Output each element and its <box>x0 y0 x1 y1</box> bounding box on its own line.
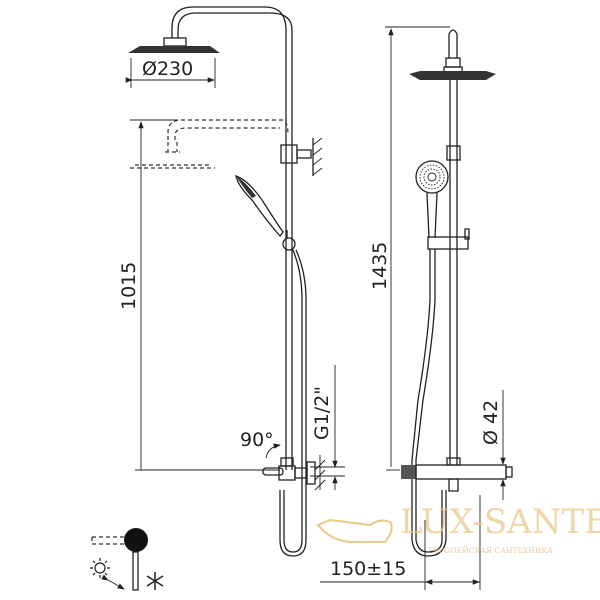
overhead-height-label: 1015 <box>118 262 140 310</box>
overhead-shower-lowered <box>130 165 215 168</box>
snowflake-icon <box>147 572 163 590</box>
svg-text:ЕВРОПЕЙСКАЯ САНТЕХНИКА: ЕВРОПЕЙСКАЯ САНТЕХНИКА <box>428 546 553 555</box>
hot-cold-lever-icon <box>90 528 163 590</box>
total-height-label: 1435 <box>369 242 391 290</box>
overhead-shower-head <box>128 46 220 53</box>
center-distance-label: 150±15 <box>330 558 406 580</box>
overhead-diameter-label: Ø230 <box>142 58 193 80</box>
watermark-logo: LUX-SANTEH ЕВРОПЕЙСКАЯ САНТЕХНИКА <box>318 502 600 555</box>
thread-label: G1/2" <box>311 386 333 440</box>
rotation-angle-label: 90° <box>240 429 274 451</box>
hand-shower-face <box>416 161 448 193</box>
bar-diameter-label: Ø 42 <box>480 400 502 445</box>
front-view: Ø230 1015 90° <box>118 7 345 556</box>
svg-text:LUX-SANTEH: LUX-SANTEH <box>400 502 600 542</box>
thermostat-knob <box>401 465 416 479</box>
slider <box>283 238 295 250</box>
sun-icon <box>90 558 110 578</box>
overhead-shower-side <box>409 71 496 80</box>
